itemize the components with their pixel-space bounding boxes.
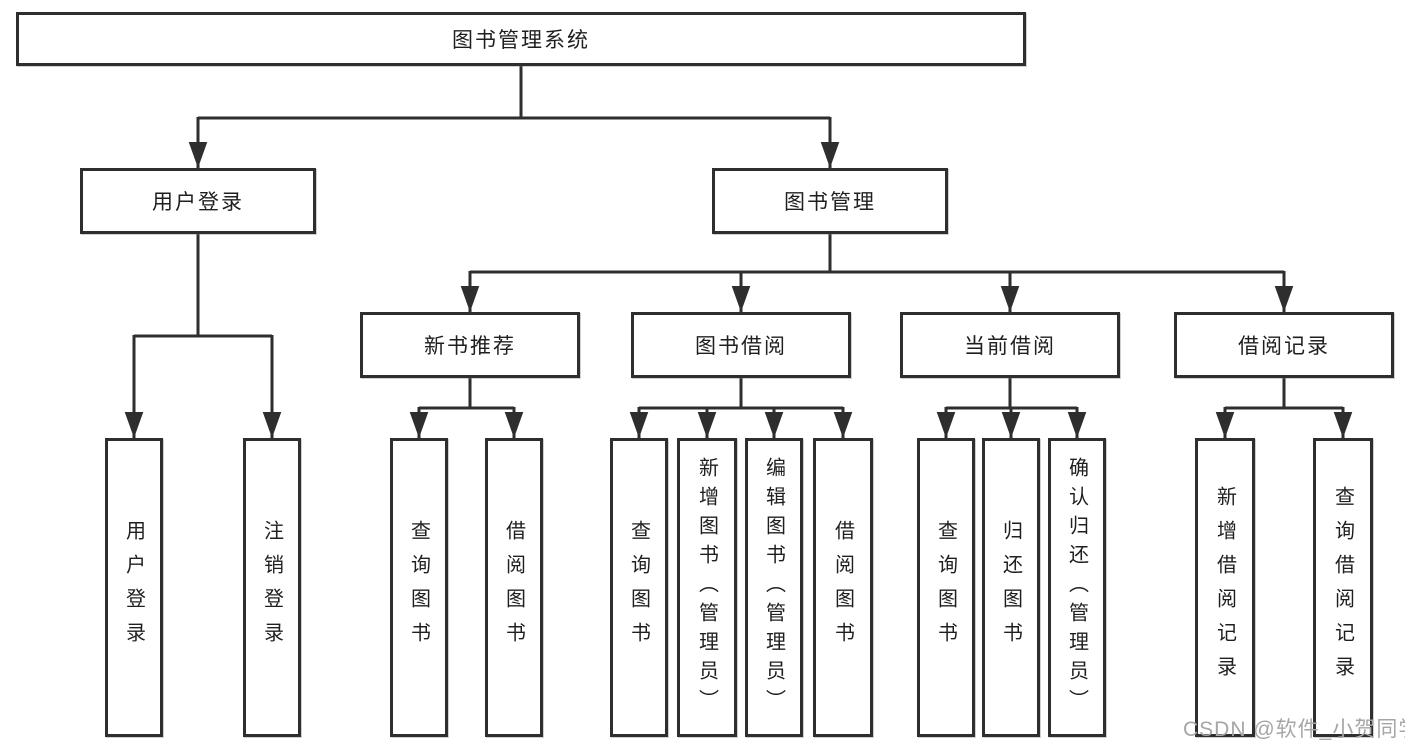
leaf-borrow-book-label: 借阅图书	[831, 519, 854, 656]
node-book-management-label: 图书管理	[784, 191, 876, 214]
leaf-query-book-recommend-label: 查询图书	[407, 519, 430, 656]
leaf-query-book-current-label: 查询图书	[934, 519, 957, 656]
leaf-query-book-recommend: 查询图书	[390, 438, 448, 737]
node-current-borrow-label: 当前借阅	[964, 335, 1056, 358]
leaf-return-book-label: 归还图书	[999, 519, 1022, 656]
node-borrow-records: 借阅记录	[1174, 312, 1394, 378]
watermark: CSDN @软件_小贺同学	[1183, 718, 1405, 741]
leaf-add-book-admin: 新增图书（管理员）	[677, 438, 737, 737]
leaf-borrow-book-recommend-label: 借阅图书	[502, 519, 525, 656]
node-root: 图书管理系统	[16, 12, 1026, 66]
node-new-book-recommend: 新书推荐	[360, 312, 580, 378]
node-book-management: 图书管理	[712, 168, 948, 234]
node-root-label: 图书管理系统	[452, 29, 590, 52]
node-new-book-recommend-label: 新书推荐	[424, 335, 516, 358]
node-current-borrow: 当前借阅	[900, 312, 1120, 378]
leaf-query-book-current: 查询图书	[917, 438, 975, 737]
node-user-login-label: 用户登录	[152, 191, 244, 214]
leaf-logout: 注销登录	[243, 438, 301, 737]
leaf-logout-label: 注销登录	[260, 519, 283, 656]
leaf-query-borrow-record-label: 查询借阅记录	[1331, 485, 1354, 690]
leaf-user-login: 用户登录	[105, 438, 163, 737]
leaf-user-login-label: 用户登录	[122, 519, 145, 656]
node-user-login: 用户登录	[80, 168, 316, 234]
node-book-borrow: 图书借阅	[631, 312, 851, 378]
leaf-return-book: 归还图书	[982, 438, 1040, 737]
leaf-confirm-return-admin: 确认归还（管理员）	[1048, 438, 1106, 737]
leaf-query-book-borrow-label: 查询图书	[627, 519, 650, 656]
leaf-edit-book-admin-label: 编辑图书（管理员）	[762, 457, 785, 718]
leaf-borrow-book: 借阅图书	[813, 438, 873, 737]
leaf-borrow-book-recommend: 借阅图书	[485, 438, 543, 737]
leaf-confirm-return-admin-label: 确认归还（管理员）	[1065, 457, 1088, 718]
leaf-query-borrow-record: 查询借阅记录	[1313, 438, 1373, 737]
leaf-add-book-admin-label: 新增图书（管理员）	[695, 457, 718, 718]
leaf-query-book-borrow: 查询图书	[610, 438, 668, 737]
leaf-add-borrow-record-label: 新增借阅记录	[1213, 485, 1236, 690]
node-book-borrow-label: 图书借阅	[695, 335, 787, 358]
node-borrow-records-label: 借阅记录	[1238, 335, 1330, 358]
leaf-edit-book-admin: 编辑图书（管理员）	[745, 438, 803, 737]
leaf-add-borrow-record: 新增借阅记录	[1195, 438, 1255, 737]
